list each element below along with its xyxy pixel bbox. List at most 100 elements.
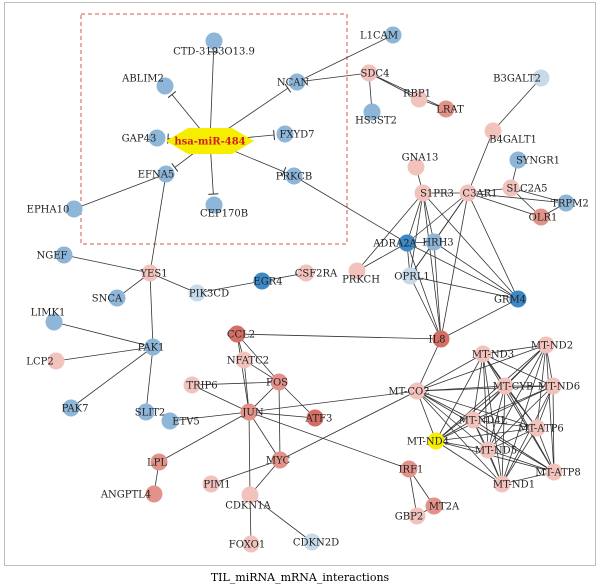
- node-circle[interactable]: [401, 267, 419, 285]
- node-circle[interactable]: [408, 507, 426, 525]
- node-hs3st2[interactable]: HS3ST2: [355, 103, 397, 127]
- node-circle[interactable]: [363, 103, 381, 121]
- node-circle[interactable]: [408, 382, 426, 400]
- node-ngef[interactable]: NGEF: [37, 246, 73, 264]
- node-mtnd6[interactable]: MT-ND6: [538, 377, 580, 395]
- node-yes1[interactable]: YES1: [139, 264, 168, 282]
- node-circle[interactable]: [228, 325, 246, 343]
- node-mtnd4[interactable]: MT-ND4: [407, 432, 449, 450]
- node-epha10[interactable]: EPHA10: [27, 200, 83, 218]
- node-pim1[interactable]: PIM1: [202, 475, 231, 493]
- node-circle[interactable]: [479, 441, 497, 459]
- node-circle[interactable]: [509, 290, 527, 308]
- node-ctd[interactable]: CTD-3193O13.9: [173, 32, 255, 58]
- node-snca[interactable]: SNCA: [92, 289, 126, 307]
- node-c3ar1[interactable]: C3AR1: [459, 184, 498, 202]
- node-foxo1[interactable]: FOXO1: [229, 535, 265, 553]
- node-limk1[interactable]: LIMK1: [31, 308, 66, 331]
- node-ccl2[interactable]: CCL2: [227, 325, 255, 343]
- node-circle[interactable]: [141, 264, 159, 282]
- node-pak7[interactable]: PAK7: [62, 399, 89, 417]
- node-lrat[interactable]: LRAT: [436, 100, 464, 118]
- node-gna13[interactable]: GNA13: [402, 153, 439, 176]
- node-circle[interactable]: [271, 451, 289, 469]
- node-circle[interactable]: [425, 233, 443, 251]
- node-circle[interactable]: [400, 460, 418, 478]
- node-syngr1[interactable]: SYNGR1: [509, 151, 561, 169]
- node-circle[interactable]: [532, 69, 550, 87]
- node-circle[interactable]: [285, 167, 303, 185]
- node-circle[interactable]: [557, 194, 575, 212]
- node-prkcb[interactable]: PRKCB: [276, 167, 312, 185]
- node-circle[interactable]: [148, 129, 166, 147]
- node-circle[interactable]: [459, 184, 477, 202]
- node-gap43[interactable]: GAP43: [122, 129, 166, 147]
- node-fos[interactable]: FOS: [266, 373, 288, 391]
- node-circle[interactable]: [398, 234, 416, 252]
- node-fxyd7[interactable]: FXYD7: [276, 125, 315, 143]
- node-irf1[interactable]: IRF1: [399, 460, 424, 478]
- node-circle[interactable]: [544, 377, 562, 395]
- node-circle[interactable]: [47, 352, 65, 370]
- node-mtco2[interactable]: MT-CO2: [388, 382, 430, 400]
- node-circle[interactable]: [150, 453, 168, 471]
- node-mtnd3[interactable]: MT-ND3: [472, 345, 514, 363]
- node-circle[interactable]: [65, 200, 83, 218]
- node-mtnd5[interactable]: MT-ND5: [475, 441, 517, 459]
- node-etv5[interactable]: ETV5: [161, 412, 200, 430]
- node-b4galt1[interactable]: B4GALT1: [484, 122, 537, 146]
- node-circle[interactable]: [437, 100, 455, 118]
- mirna-node[interactable]: hsa-miR-484: [166, 128, 254, 154]
- node-cdkn2d[interactable]: CDKN2D: [293, 533, 339, 551]
- node-circle[interactable]: [427, 432, 445, 450]
- node-circle[interactable]: [306, 409, 324, 427]
- node-il8[interactable]: IL8: [429, 330, 450, 348]
- node-circle[interactable]: [532, 208, 550, 226]
- node-sdc4[interactable]: SDC4: [360, 64, 390, 82]
- node-circle[interactable]: [303, 533, 321, 551]
- node-circle[interactable]: [270, 373, 288, 391]
- node-lcp2[interactable]: LCP2: [26, 352, 65, 370]
- node-circle[interactable]: [360, 64, 378, 82]
- node-olr1[interactable]: OLR1: [529, 208, 558, 226]
- node-circle[interactable]: [348, 262, 366, 280]
- node-mtcyb[interactable]: MT-CYB: [493, 377, 534, 395]
- node-circle[interactable]: [161, 412, 179, 430]
- node-circle[interactable]: [414, 184, 432, 202]
- node-circle[interactable]: [509, 151, 527, 169]
- node-efna5[interactable]: EFNA5: [138, 165, 175, 183]
- node-adra2a[interactable]: ADRA2A: [372, 234, 418, 252]
- node-circle[interactable]: [276, 125, 294, 143]
- node-lpl[interactable]: LPL: [147, 453, 168, 471]
- node-trip6[interactable]: TRIP6: [183, 376, 218, 394]
- node-circle[interactable]: [384, 26, 402, 44]
- node-hrh3[interactable]: HRH3: [422, 233, 454, 251]
- node-mt2a[interactable]: MT2A: [425, 497, 461, 515]
- node-circle[interactable]: [108, 289, 126, 307]
- node-myc[interactable]: MYC: [266, 451, 291, 469]
- node-circle[interactable]: [145, 485, 163, 503]
- node-pak1[interactable]: PAK1: [138, 338, 165, 356]
- node-circle[interactable]: [425, 497, 443, 515]
- node-circle[interactable]: [156, 77, 174, 95]
- node-circle[interactable]: [157, 165, 175, 183]
- node-cep170b[interactable]: CEP170B: [200, 196, 248, 220]
- node-mtnd1[interactable]: MT-ND1: [493, 475, 535, 493]
- node-circle[interactable]: [62, 399, 80, 417]
- node-grm4[interactable]: GRM4: [494, 290, 527, 308]
- node-csf2ra[interactable]: CSF2RA: [295, 264, 338, 282]
- node-mtnd4l[interactable]: MT-ND4L: [459, 411, 508, 429]
- node-circle[interactable]: [545, 463, 563, 481]
- node-circle[interactable]: [55, 246, 73, 264]
- node-b3galt2[interactable]: B3GALT2: [493, 69, 550, 87]
- node-circle[interactable]: [407, 158, 425, 176]
- node-circle[interactable]: [432, 330, 450, 348]
- node-circle[interactable]: [242, 535, 260, 553]
- node-circle[interactable]: [205, 32, 223, 50]
- node-prkch[interactable]: PRKCH: [342, 262, 380, 286]
- node-circle[interactable]: [137, 403, 155, 421]
- node-circle[interactable]: [202, 475, 220, 493]
- node-oprl1[interactable]: OPRL1: [394, 267, 430, 285]
- node-ncan[interactable]: NCAN: [277, 73, 310, 91]
- node-circle[interactable]: [240, 403, 258, 421]
